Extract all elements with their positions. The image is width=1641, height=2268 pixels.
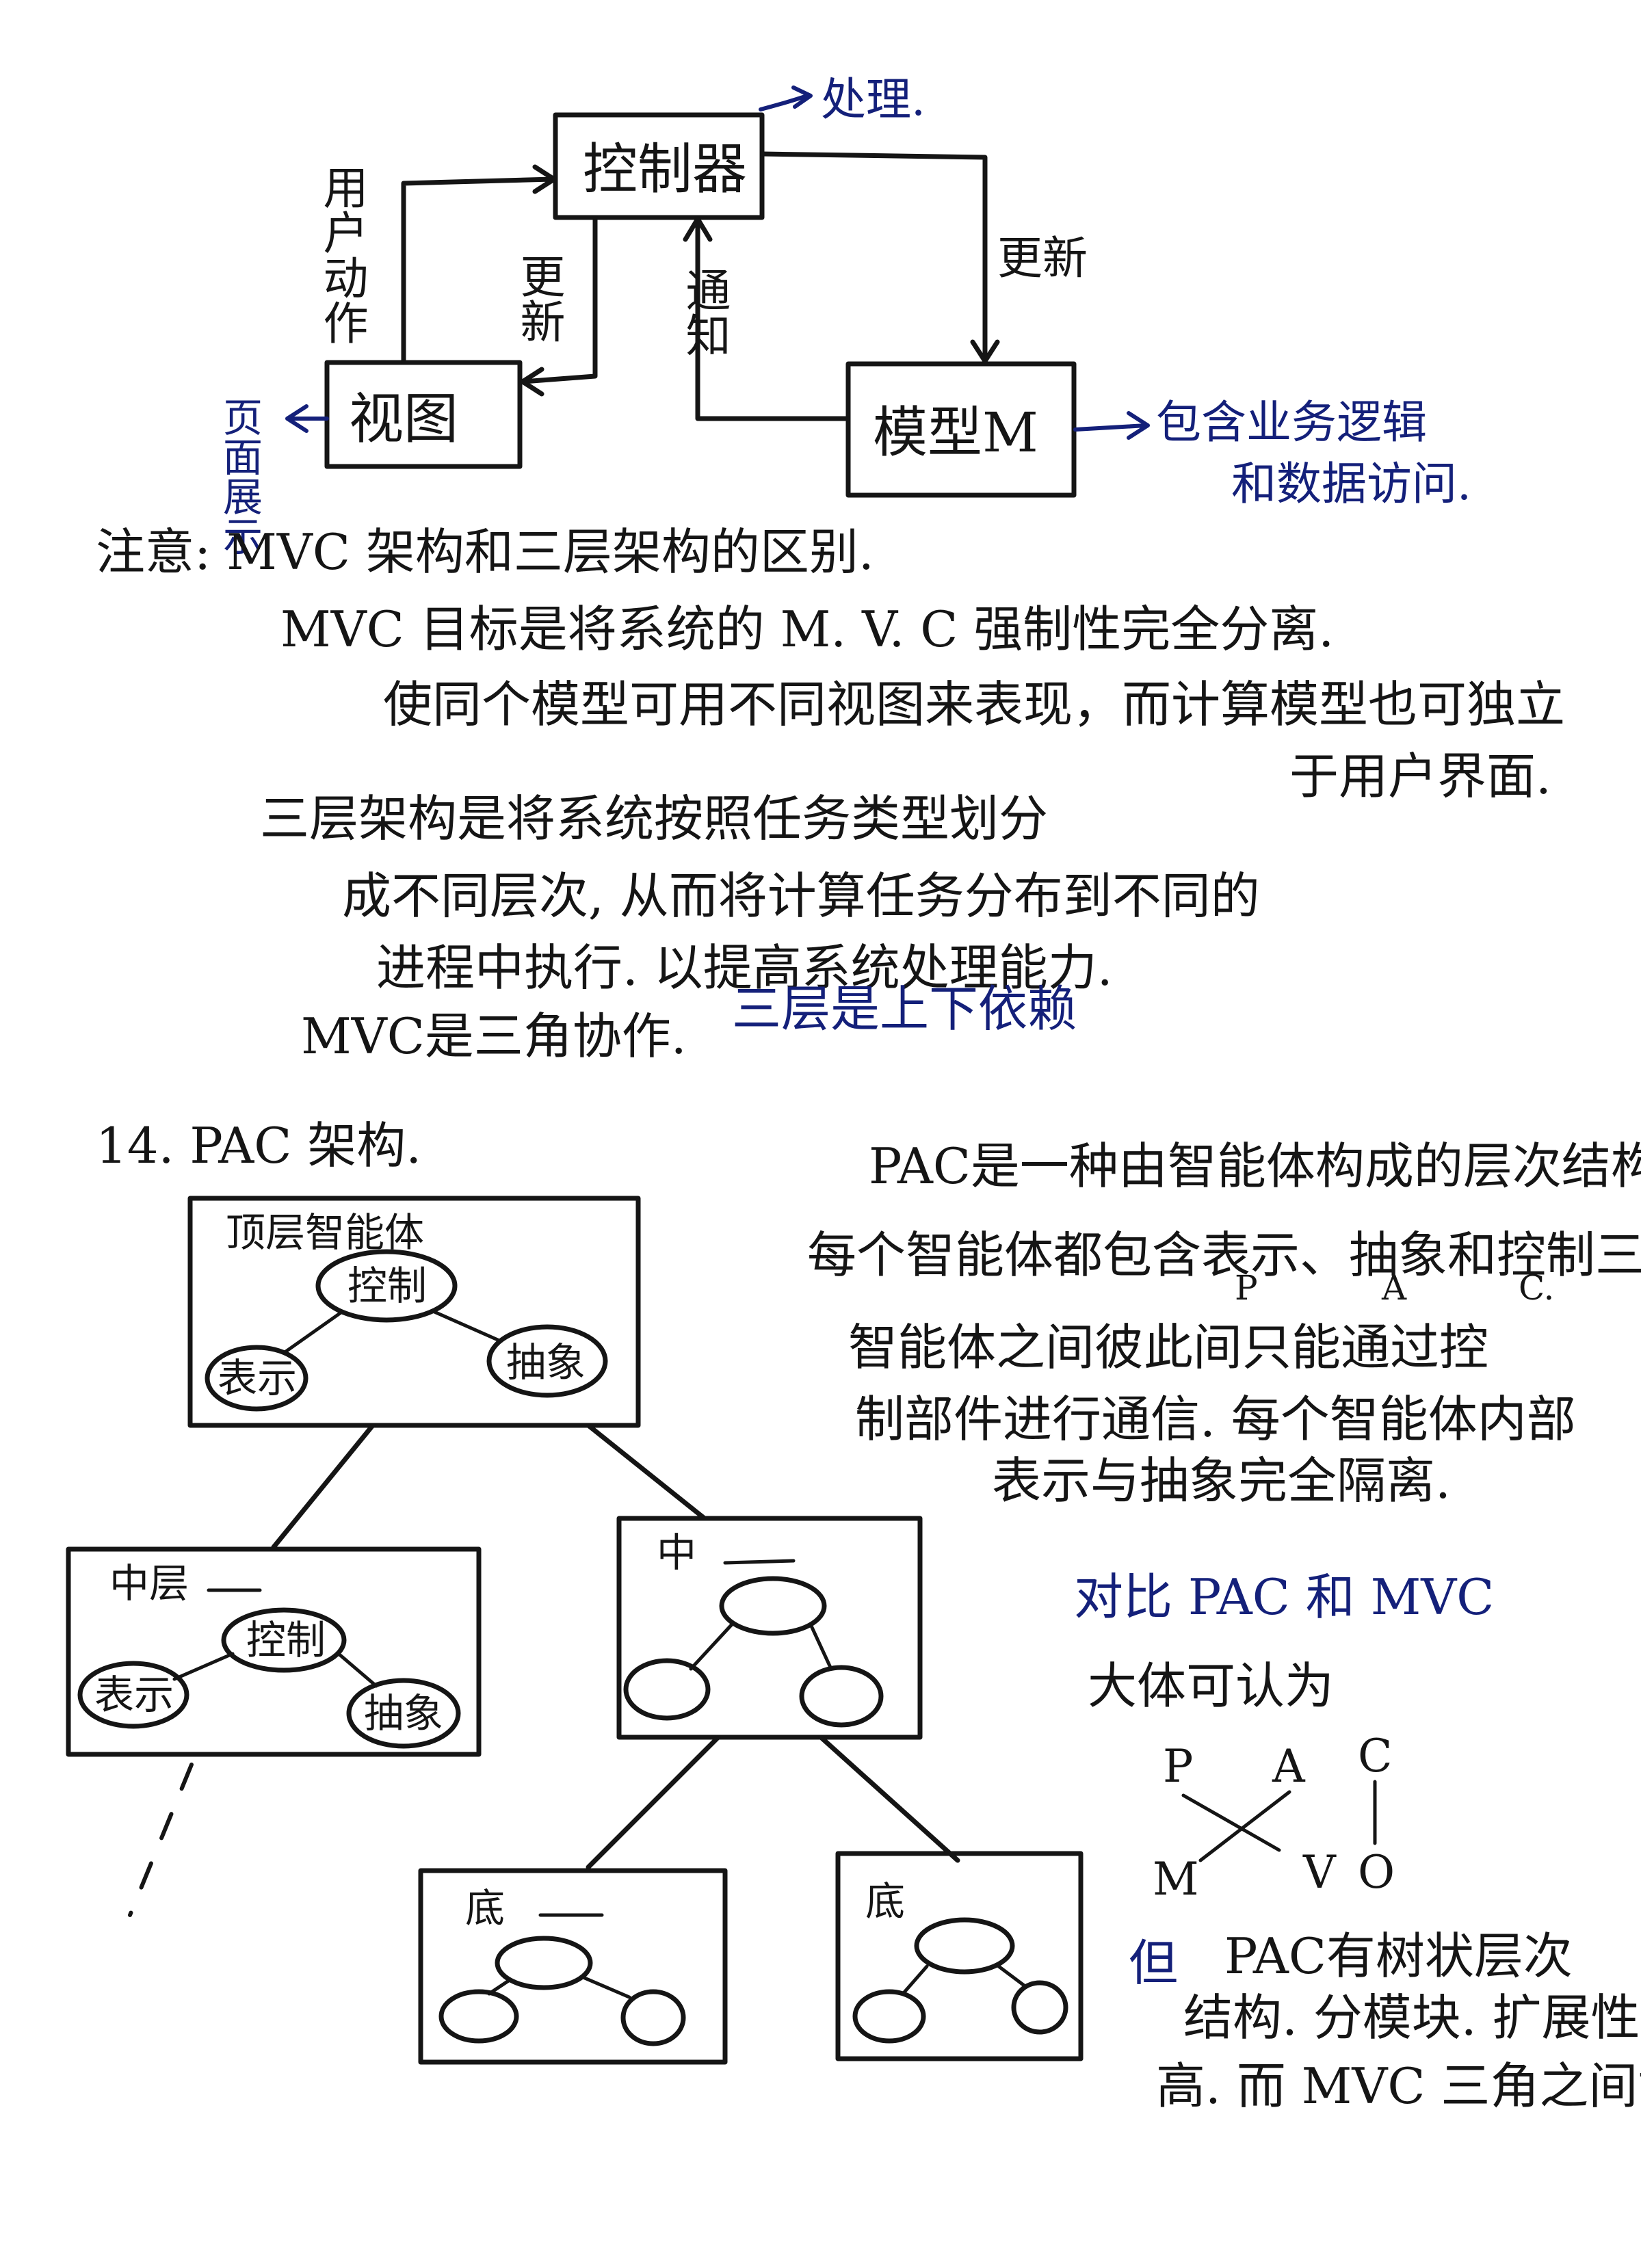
pac-desc-line-3: 智能体之间彼此间只能通过控 bbox=[848, 1319, 1488, 1376]
model-note-arrow bbox=[1073, 411, 1150, 440]
pac-middle-agent-label: 中层 bbox=[109, 1560, 189, 1607]
pac-bottom-agent-box-2 bbox=[835, 1851, 1084, 2061]
pac-map-cross-lines bbox=[1181, 1780, 1377, 1862]
pac-desc-line-2: 每个智能体都包含表示、抽象和控制三部分 bbox=[807, 1226, 1641, 1284]
note-line-1: 注意: MVC 架构和三层架构的区别. bbox=[96, 523, 874, 581]
pac-tree-links-bottom bbox=[586, 1735, 960, 1870]
pac-map-v: V bbox=[1302, 1846, 1337, 1899]
pac-desc-a: A bbox=[1381, 1268, 1407, 1308]
pac-middle-control-node bbox=[221, 1607, 347, 1673]
pac-middle-presentation-node bbox=[77, 1661, 189, 1729]
pac-middle-2-right-node bbox=[799, 1665, 884, 1728]
pac-middle-2-links bbox=[689, 1622, 833, 1671]
pac-dashed-continuation bbox=[128, 1763, 194, 1917]
pac-desc-line-4: 制部件进行通信. 每个智能体内部 bbox=[855, 1390, 1576, 1448]
pac-bottom-2-right-node bbox=[1011, 1980, 1068, 2035]
view-box bbox=[324, 360, 523, 469]
view-note-arrow bbox=[285, 404, 329, 433]
controller-box bbox=[553, 112, 765, 220]
edge-user-action-label: 用户动作 bbox=[316, 164, 369, 345]
pac-desc-line-5: 表示与抽象完全隔离. bbox=[992, 1452, 1451, 1509]
pac-top-control-node bbox=[315, 1249, 458, 1323]
edge-controller-to-model bbox=[759, 151, 1000, 364]
pac-bottom-agent-1-label: 底 bbox=[465, 1885, 505, 1931]
pac-map-m: M bbox=[1153, 1853, 1199, 1906]
controller-note-arrow bbox=[759, 85, 813, 111]
note-line-8-black: MVC是三角协作. bbox=[301, 1007, 687, 1065]
pac-map-c: C bbox=[1358, 1730, 1393, 1782]
pac-compare-title: 对比 PAC 和 MVC bbox=[1074, 1568, 1494, 1626]
note-line-5: 三层架构是将系统按照任务类型划分 bbox=[260, 790, 1048, 847]
pac-middle-links bbox=[172, 1652, 378, 1688]
pac-top-abstraction-label: 抽象 bbox=[506, 1339, 586, 1386]
edge-update-view-label: 更新 bbox=[513, 253, 566, 343]
mvc-vs-three-tier-notes: 注意: MVC 架构和三层架构的区别. MVC 目标是将系统的 M. V. C … bbox=[96, 523, 1565, 1065]
pac-top-links bbox=[282, 1310, 501, 1355]
pac-but-line-3: 高. 而 MVC 三角之间协作 bbox=[1156, 2057, 1641, 2115]
edge-update-model-label: 更新 bbox=[997, 232, 1088, 285]
pac-but-line-2: 结构. 分模块. 扩展性 bbox=[1183, 1989, 1640, 2046]
pac-but-label: 但 bbox=[1129, 1934, 1178, 1992]
edge-model-to-controller bbox=[683, 216, 851, 421]
pac-top-agent-box bbox=[187, 1196, 641, 1428]
pac-but-line-1: PAC有树状层次 bbox=[1224, 1927, 1573, 1985]
pac-section: 14. PAC 架构. 顶层智能体 控制 表示 抽象 中层 控制 表示 抽象 中 bbox=[66, 1117, 1641, 2115]
pac-tree-links-top bbox=[271, 1423, 707, 1550]
pac-middle-control-label: 控制 bbox=[246, 1617, 326, 1663]
pac-bottom-agent-box-1 bbox=[418, 1868, 728, 2065]
pac-top-control-label: 控制 bbox=[347, 1263, 427, 1309]
edge-controller-to-view bbox=[520, 215, 598, 397]
pac-bottom-agent-2-label: 底 bbox=[865, 1878, 905, 1925]
pac-middle-abstraction-node bbox=[346, 1678, 461, 1749]
pac-top-abstraction-node bbox=[486, 1324, 608, 1398]
view-label: 视图 bbox=[349, 387, 458, 451]
note-line-4: 于用户界面. bbox=[1289, 748, 1551, 805]
pac-desc-line-1: PAC是一种由智能体构成的层次结构. bbox=[869, 1137, 1641, 1195]
pac-middle-2-left-node bbox=[623, 1658, 711, 1721]
pac-bottom-1-right-node bbox=[620, 1989, 686, 2046]
pac-bottom-2-links bbox=[901, 1964, 1028, 1996]
pac-map-a: A bbox=[1272, 1740, 1306, 1793]
pac-compare-subtitle: 大体可认为 bbox=[1088, 1657, 1334, 1715]
controller-note: 处理. bbox=[821, 73, 925, 126]
note-line-3: 使同个模型可用不同视图来表现，而计算模型也可独立 bbox=[383, 676, 1565, 733]
model-note-line2: 和数据访问. bbox=[1231, 458, 1471, 510]
pac-middle-agent-2-label: 中 bbox=[657, 1529, 696, 1576]
pac-bottom-1-left-node bbox=[438, 1989, 519, 2044]
pac-top-presentation-label: 表示 bbox=[218, 1355, 297, 1401]
note-line-2: MVC 目标是将系统的 M. V. C 强制性完全分离. bbox=[280, 601, 1334, 658]
pac-bottom-1-control-node bbox=[495, 1936, 593, 1990]
pac-middle-agent-box-2 bbox=[616, 1516, 923, 1740]
pac-bottom-1-links bbox=[487, 1975, 631, 1999]
pac-map-o: O bbox=[1358, 1846, 1395, 1899]
pac-bottom-2-control-node bbox=[914, 1917, 1015, 1975]
controller-label: 控制器 bbox=[583, 137, 747, 201]
pac-bottom-2-left-node bbox=[852, 1989, 926, 2044]
pac-desc-c: C. bbox=[1519, 1268, 1554, 1308]
model-label: 模型M bbox=[873, 401, 1038, 464]
pac-middle-presentation-label: 表示 bbox=[94, 1672, 174, 1718]
mvc-diagram: 控制器 处理. 视图 页面展示 模型M 包含业务逻辑 和数据访问. 用户动作 更… bbox=[216, 73, 1471, 555]
edge-notify-label: 通知 bbox=[679, 267, 731, 357]
note-line-7: 进程中执行. 以提高系统处理能力. bbox=[376, 939, 1113, 997]
pac-desc-p: P bbox=[1235, 1268, 1258, 1308]
pac-top-agent-label: 顶层智能体 bbox=[226, 1209, 424, 1256]
pac-middle-agent-2-dash bbox=[723, 1559, 796, 1565]
model-note-line1: 包含业务逻辑 bbox=[1156, 396, 1427, 449]
edge-view-to-controller bbox=[401, 164, 557, 365]
pac-top-presentation-node bbox=[205, 1345, 308, 1412]
view-note: 页面展示 bbox=[216, 397, 263, 555]
note-line-6: 成不同层次, 从而将计算任务分布到不同的 bbox=[342, 867, 1260, 925]
pac-map-p: P bbox=[1163, 1740, 1193, 1793]
note-line-8-blue: 三层是上下依赖 bbox=[732, 980, 1077, 1038]
pac-middle-2-control-node bbox=[719, 1576, 827, 1636]
pac-middle-agent-box bbox=[66, 1546, 482, 1757]
pac-middle-abstraction-label: 抽象 bbox=[364, 1690, 443, 1737]
pac-heading: 14. PAC 架构. bbox=[96, 1117, 421, 1174]
